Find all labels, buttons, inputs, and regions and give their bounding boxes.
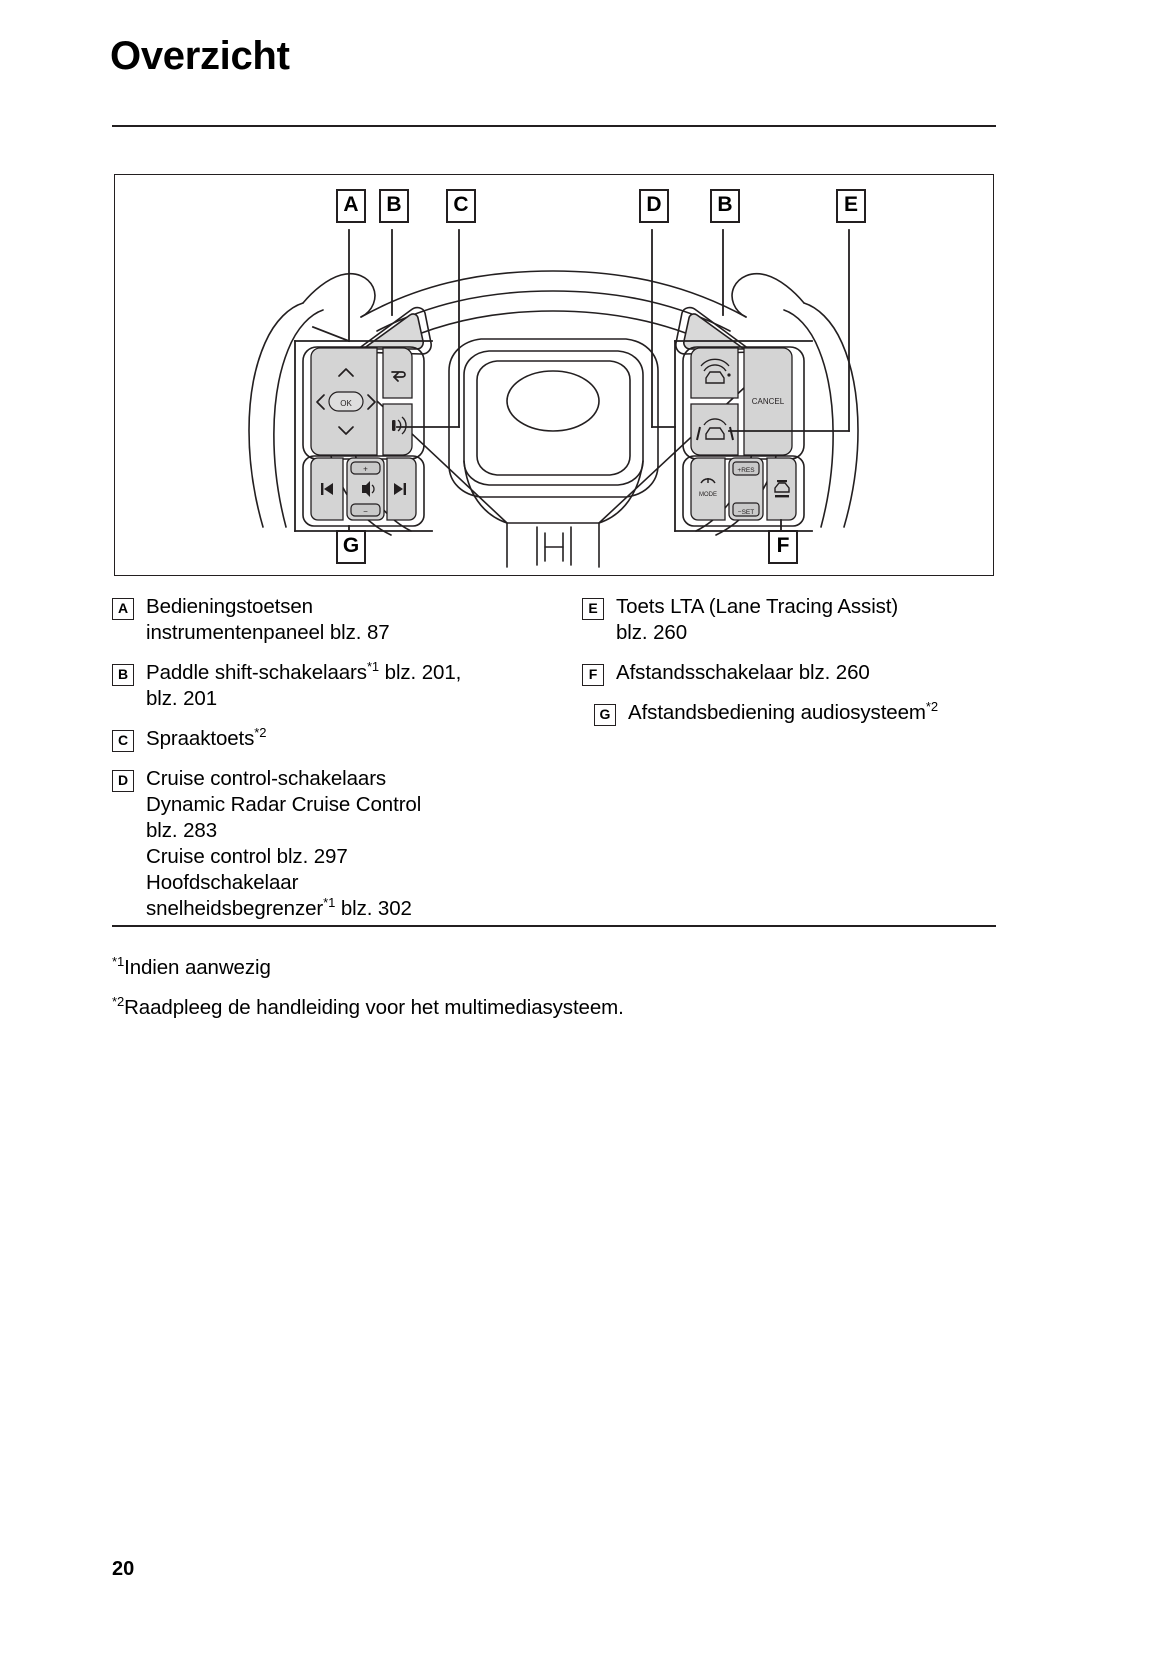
footnote-marker: *1	[323, 895, 336, 911]
page-number: 20	[112, 1558, 135, 1580]
footnote-marker: *2	[254, 725, 267, 741]
callout-tag-e-top: E	[836, 189, 866, 223]
steering-wheel-illustration: OK + −	[248, 229, 859, 568]
legend-item-a: A Bedieningstoetsen instrumentenpaneel blz…	[112, 594, 542, 646]
callout-tag-d-top: D	[639, 189, 669, 223]
legend-line-text: Cruise control-schakelaars	[146, 767, 387, 790]
figure-frame: OK + −	[114, 174, 994, 576]
legend-line: instrumentenpaneel blz. 87	[146, 620, 390, 646]
legend-item-e: E Toets LTA (Lane Tracing Assist) blz. 260	[582, 594, 996, 646]
legend-line: blz. 260	[616, 620, 898, 646]
footnote-marker: *1	[366, 659, 380, 675]
legend-line-text: snelheidsbegrenzer	[146, 897, 324, 920]
footnote-2: *2Raadpleeg de handleiding voor het mult…	[112, 995, 996, 1021]
legend-line-text: Paddle shift-schakelaars	[146, 661, 367, 684]
legend-label-b: Paddle shift-schakelaars*1 blz. 201,blz.…	[146, 660, 461, 712]
legend-item-f: F Afstandsschakelaar blz. 260	[582, 660, 996, 686]
svg-text:+: +	[363, 465, 368, 474]
legend-tag-e: E	[582, 598, 604, 620]
legend-line-text: Afstandsschakelaar blz. 260	[616, 661, 870, 684]
legend-line: Paddle shift-schakelaars*1 blz. 201,	[146, 660, 461, 686]
svg-text:−SET: −SET	[738, 509, 754, 516]
legend-line: blz. 283	[146, 818, 421, 844]
legend-line-text: blz. 201	[146, 687, 218, 710]
legend-line: Bedieningstoetsen	[146, 594, 390, 620]
legend-line-text: Hoofdschakelaar	[146, 871, 299, 894]
legend-tag-a: A	[112, 598, 134, 620]
legend-item-c: C Spraaktoets*2	[112, 726, 542, 752]
legend-line: snelheidsbegrenzer*1 blz. 302	[146, 896, 421, 922]
footnote-1: *1Indien aanwezig	[112, 955, 996, 981]
legend-line-text: blz. 283	[146, 819, 218, 842]
legend-line: Afstandsbediening audiosysteem*2	[628, 700, 938, 726]
legend-line-tail: blz. 201,	[379, 661, 462, 684]
legend-line-text: Spraaktoets	[146, 727, 255, 750]
legend-line: blz. 201	[146, 686, 461, 712]
legend-line-tail: blz. 302	[335, 897, 412, 920]
svg-text:−: −	[363, 507, 368, 516]
legend-line-text: Cruise control blz. 297	[146, 845, 348, 868]
legend-tag-c: C	[112, 730, 134, 752]
legend-label-a: Bedieningstoetsen instrumentenpaneel blz.…	[146, 594, 390, 646]
footnote-marker: *1	[112, 954, 125, 970]
legend-line: Afstandsschakelaar blz. 260	[616, 660, 870, 686]
footnote-marker: *2	[112, 994, 125, 1010]
legend-line: Cruise control-schakelaars	[146, 766, 421, 792]
legend-line-text: blz. 260	[616, 621, 688, 644]
svg-text:+RES: +RES	[737, 467, 755, 474]
legend-label-e: Toets LTA (Lane Tracing Assist) blz. 260	[616, 594, 898, 646]
legend-tag-g: G	[594, 704, 616, 726]
legend-label-g: Afstandsbediening audiosysteem*2	[628, 700, 938, 726]
legend-line: Dynamic Radar Cruise Control	[146, 792, 421, 818]
page-title: Overzicht	[110, 34, 290, 78]
callout-tag-c-top: C	[446, 189, 476, 223]
legend-item-g: G Afstandsbediening audiosysteem*2	[582, 700, 996, 726]
legend-line-text: instrumentenpaneel blz. 87	[146, 621, 390, 644]
legend-column-right: E Toets LTA (Lane Tracing Assist) blz. 260…	[582, 594, 996, 740]
footnote-text: Raadpleeg de handleiding voor het multim…	[124, 996, 624, 1019]
legend-divider	[112, 925, 996, 927]
legend-line-text: Toets LTA (Lane Tracing Assist)	[616, 595, 899, 618]
legend-line: Hoofdschakelaar	[146, 870, 421, 896]
legend-label-c: Spraaktoets*2	[146, 726, 266, 752]
callout-tag-g-bottom: G	[336, 530, 366, 564]
ok-label: OK	[340, 399, 352, 408]
legend-tag-b: B	[112, 664, 134, 686]
legend-line-text: Dynamic Radar Cruise Control	[146, 793, 422, 816]
legend-tag-f: F	[582, 664, 604, 686]
legend-column-left: A Bedieningstoetsen instrumentenpaneel blz…	[112, 594, 542, 936]
legend-label-f: Afstandsschakelaar blz. 260	[616, 660, 870, 686]
svg-text:MODE: MODE	[699, 492, 717, 498]
legend-line: Cruise control blz. 297	[146, 844, 421, 870]
callout-tag-b-top-right: B	[710, 189, 740, 223]
legend-line: Toets LTA (Lane Tracing Assist)	[616, 594, 898, 620]
title-divider	[112, 125, 996, 127]
footnotes: *1Indien aanwezig *2Raadpleeg de handleid…	[112, 955, 996, 1035]
callout-tag-a-top: A	[336, 189, 366, 223]
footnote-text: Indien aanwezig	[124, 956, 271, 979]
callout-tag-b-top-left: B	[379, 189, 409, 223]
legend-tag-d: D	[112, 770, 134, 792]
legend-line-text: Afstandsbediening audiosysteem	[628, 701, 926, 724]
legend-line-text: Bedieningstoetsen	[146, 595, 313, 618]
legend-line: Spraaktoets*2	[146, 726, 266, 752]
footnote-marker: *2	[925, 699, 938, 715]
cancel-label: CANCEL	[752, 397, 785, 406]
callout-tag-f-bottom: F	[768, 530, 798, 564]
